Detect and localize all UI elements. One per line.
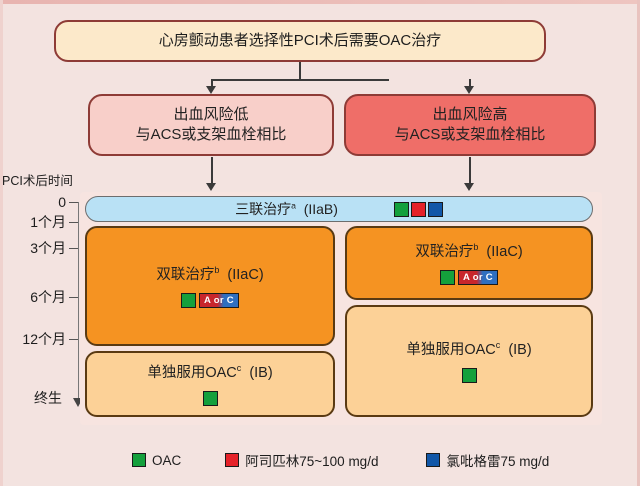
triple-therapy-node: 三联治疗a (IIaB) [85,196,593,222]
oac-monotherapy-right-label: 单独服用OACc (IB) [406,339,531,360]
oac-monotherapy-right-node: 单独服用OACc (IB) [345,305,593,417]
legend-swatch-oac-icon [132,453,146,467]
chip-oac-green-icon [181,292,197,308]
risk-low-node: 出血风险低 与ACS或支架血栓相比 [88,94,334,156]
triple-therapy-label: 三联治疗a (IIaB) [235,200,338,219]
dual-therapy-right-chips: A or C [440,269,498,285]
badge-aspirin-or-clopidogrel: A or C [199,292,239,308]
timeline-axis-line [77,202,79,400]
dual-therapy-left-node: 双联治疗b (IIaC) A or C [85,226,335,346]
arrow-risk-low-to-triple [206,183,216,191]
legend-label-clopidogrel: 氯吡格雷75 mg/d [446,454,550,469]
legend-swatch-clopidogrel-icon [426,453,441,467]
connector-title-stem [299,62,301,80]
connector-title-bar [211,79,389,81]
connector-risk-low-drop [211,157,213,185]
legend: OAC 阿司匹林75~100 mg/d 氯吡格雷75 mg/d [132,448,632,472]
oac-monotherapy-right-footnote-marker: c [495,340,501,351]
badge-aspirin-or-clopidogrel: A or C [458,269,498,285]
risk-high-line2: 与ACS或支架血栓相比 [394,126,546,143]
chip-oac-green-icon [461,367,477,383]
timeline-label-0: 0 [58,194,66,210]
title-node: 心房颤动患者选择性PCI术后需要OAC治疗 [54,20,546,62]
triple-therapy-class: (IIaB) [303,200,338,217]
timeline-tick-6m [69,297,78,299]
arrow-title-to-risk-high [464,86,474,94]
chip-oac-green-icon [393,201,409,217]
legend-item-aspirin: 阿司匹林75~100 mg/d [225,450,378,470]
risk-high-line1: 出血风险高 [432,105,508,123]
timeline-tick-1m [69,222,78,224]
legend-label-aspirin: 阿司匹林75~100 mg/d [245,454,379,469]
oac-monotherapy-left-class: (IB) [249,365,273,382]
connector-risk-high-drop [469,157,471,185]
legend-swatch-aspirin-icon [225,453,240,467]
timeline-label-lifelong: 终生 [34,390,62,406]
risk-low-line2: 与ACS或支架血栓相比 [135,126,287,143]
dual-therapy-right-node: 双联治疗b (IIaC) A or C [345,226,593,300]
risk-low-line1: 出血风险低 [173,105,249,123]
triple-therapy-chips [393,201,443,217]
oac-monotherapy-right-class: (IB) [508,342,532,359]
oac-monotherapy-left-label-main: 单独服用OAC [147,365,237,382]
title-node-label: 心房颤动患者选择性PCI术后需要OAC治疗 [158,31,442,49]
connector-title-left-drop [211,79,213,89]
oac-monotherapy-left-label: 单独服用OACc (IB) [147,362,272,383]
oac-monotherapy-right-label-main: 单独服用OAC [406,342,496,359]
oac-monotherapy-left-node: 单独服用OACc (IB) [85,351,335,417]
arrow-risk-high-to-triple [464,183,474,191]
legend-item-oac: OAC [132,453,181,468]
triple-therapy-footnote-marker: a [291,199,296,210]
timeline-tick-12m [69,339,78,341]
dual-therapy-left-label-main: 双联治疗 [156,267,215,284]
timeline-title: PCI术后时间 [2,174,73,188]
chip-clopidogrel-blue-icon [427,201,443,217]
connector-title-right-drop [469,79,471,89]
dual-therapy-right-footnote-marker: b [473,242,479,253]
timeline-tick-3m [69,248,78,250]
dual-therapy-right-label: 双联治疗b (IIaC) [415,241,522,262]
dual-therapy-left-label: 双联治疗b (IIaC) [156,264,263,285]
oac-monotherapy-left-footnote-marker: c [236,363,242,374]
timeline-label-3m: 3个月 [30,240,66,256]
dual-therapy-left-class: (IIaC) [227,267,264,284]
timeline-arrow-icon [73,398,83,407]
chip-oac-green-icon [202,390,218,406]
timeline-label-6m: 6个月 [30,289,66,305]
legend-label-oac: OAC [152,452,182,468]
chip-aspirin-red-icon [410,201,426,217]
dual-therapy-left-footnote-marker: b [214,265,220,276]
timeline-tick-0 [69,202,78,204]
dual-therapy-left-chips: A or C [181,292,239,308]
chip-oac-green-icon [440,269,456,285]
timeline-label-12m: 12个月 [22,331,66,347]
triple-therapy-label-main: 三联治疗 [235,200,292,217]
arrow-title-to-risk-low [206,86,216,94]
timeline-label-1m: 1个月 [30,214,66,230]
legend-item-clopidogrel: 氯吡格雷75 mg/d [426,450,549,470]
dual-therapy-right-class: (IIaC) [486,244,523,261]
timeline-axis: PCI术后时间 0 1个月 3个月 6个月 12个月 终生 [0,170,88,415]
dual-therapy-right-label-main: 双联治疗 [415,244,474,261]
risk-high-node: 出血风险高 与ACS或支架血栓相比 [344,94,596,156]
